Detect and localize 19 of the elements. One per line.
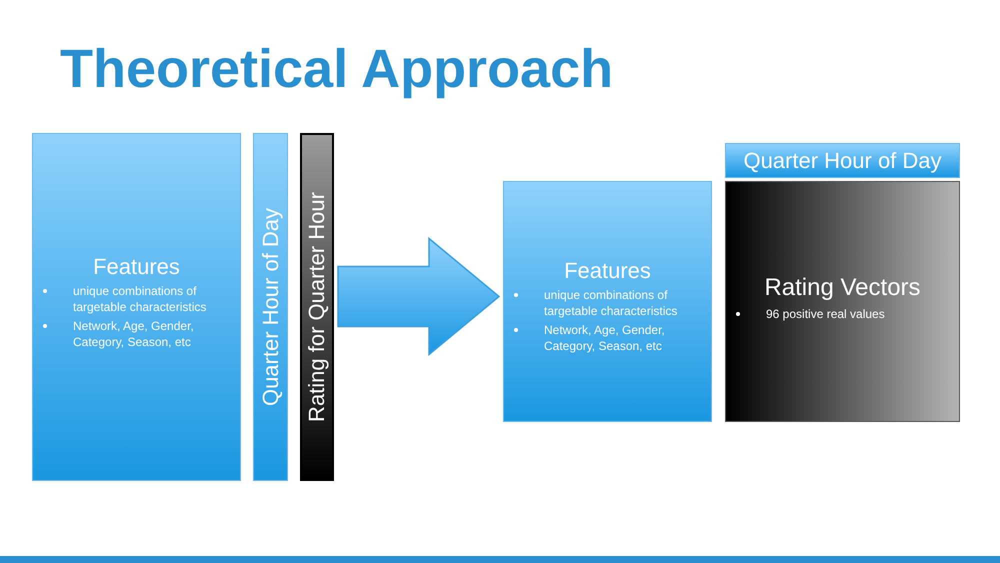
bullet-item: 96 positive real values bbox=[766, 306, 955, 322]
gradient-panel bbox=[503, 181, 712, 422]
vertical-label: Quarter Hour of Day bbox=[258, 208, 284, 406]
vertical-bar bbox=[300, 133, 334, 481]
panel-heading: Features bbox=[563, 258, 652, 284]
bullet-item: Network, Age, Gender, Category, Season, etc bbox=[544, 322, 707, 354]
header-bar bbox=[725, 143, 960, 178]
vertical-bar bbox=[253, 133, 288, 481]
bullet-item: unique combinations of targetable characteristics bbox=[544, 287, 707, 319]
bullet-item: Network, Age, Gender, Category, Season, etc bbox=[73, 318, 236, 350]
vertical-label: Rating for Quarter Hour bbox=[304, 192, 330, 422]
gradient-panel bbox=[32, 133, 241, 481]
gradient-panel bbox=[725, 181, 960, 422]
panel-heading: Features bbox=[92, 254, 181, 280]
header-label: Quarter Hour of Day bbox=[742, 148, 943, 174]
block-arrow bbox=[337, 236, 500, 356]
slide-title: Theoretical Approach bbox=[60, 38, 614, 100]
bullet-item: unique combinations of targetable characteristics bbox=[73, 283, 236, 315]
panel-heading: Rating Vectors bbox=[763, 274, 922, 302]
